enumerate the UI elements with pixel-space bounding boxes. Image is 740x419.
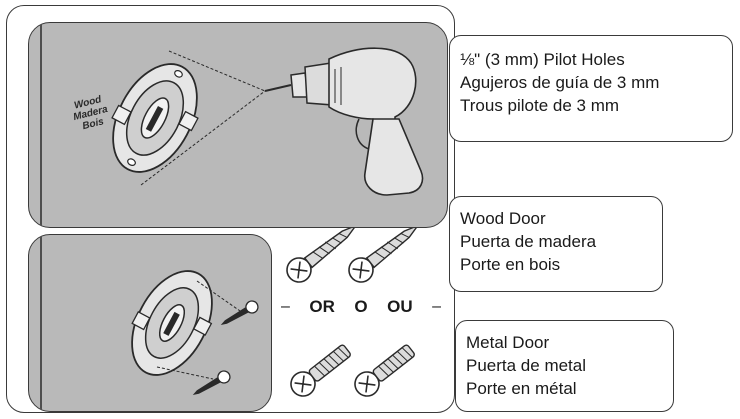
drill-scene — [40, 23, 424, 227]
wood-door-es: Puerta de madera — [460, 232, 597, 251]
metal-door-en: Metal Door — [466, 333, 550, 352]
metal-door-fr: Porte en métal — [466, 379, 577, 398]
wood-door-fr: Porte en bois — [460, 255, 561, 274]
drill-icon — [264, 47, 424, 196]
screwing-panel — [28, 234, 272, 412]
separator-dash-right: – — [432, 298, 441, 315]
door-strike-plate-icon — [111, 63, 199, 173]
drilling-panel: Wood Madera Bois — [28, 22, 448, 228]
wood-screw-icon — [286, 228, 358, 283]
pilot-holes-fr: Trous pilote de 3 mm — [460, 96, 620, 115]
metal-door-callout: Metal Door Puerta de metal Porte en méta… — [455, 320, 674, 412]
machine-screw-icon — [290, 344, 351, 397]
screw-scene — [40, 235, 259, 411]
separator-ou: OU — [387, 297, 413, 316]
separator-dash-left: – — [281, 298, 290, 315]
wood-screw-icon — [348, 228, 420, 283]
pilot-holes-es: Agujeros de guía de 3 mm — [460, 73, 660, 92]
metal-door-es: Puerta de metal — [466, 356, 587, 375]
wood-screw-icon — [192, 370, 231, 395]
pilot-holes-en: ⅛" (3 mm) Pilot Holes — [460, 50, 625, 69]
wood-door-en: Wood Door — [460, 209, 546, 228]
separator-or: OR — [309, 297, 335, 316]
wood-screw-icon — [220, 300, 259, 325]
separator-o: O — [354, 297, 368, 316]
or-separator: – OR O OU – — [281, 297, 441, 317]
screw-options — [275, 228, 445, 413]
pilot-holes-callout: ⅛" (3 mm) Pilot Holes Agujeros de guía d… — [449, 35, 733, 142]
wood-door-callout: Wood Door Puerta de madera Porte en bois — [449, 196, 663, 292]
machine-screw-icon — [354, 344, 415, 397]
door-strike-plate-icon — [131, 270, 213, 376]
